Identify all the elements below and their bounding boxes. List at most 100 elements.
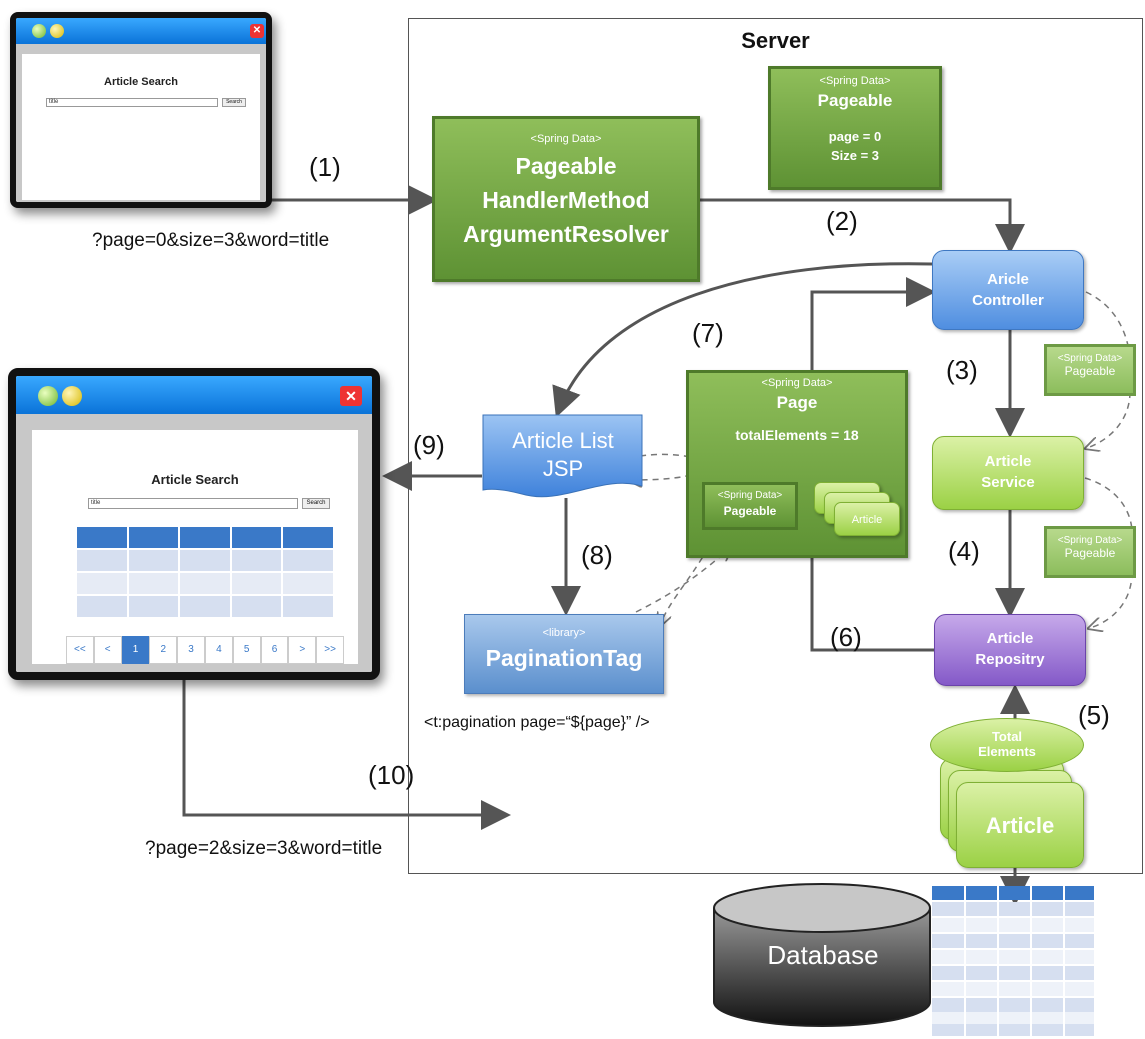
page-inner-stereotype: <Spring Data> bbox=[717, 490, 783, 501]
pageable-small-1-name: Pageable bbox=[1064, 364, 1116, 378]
page-inner-pageable: <Spring Data> Pageable bbox=[702, 482, 798, 530]
browser-small-title: Article Search bbox=[104, 76, 178, 88]
database-cylinder bbox=[713, 883, 931, 1027]
controller-line-1: Aricle bbox=[987, 271, 1029, 288]
pageable-top-name: Pageable bbox=[817, 91, 893, 110]
article-repository: Article Repositry bbox=[934, 614, 1086, 686]
step-label-7: (7) bbox=[692, 318, 724, 348]
jsp-line-2: JSP bbox=[542, 456, 584, 481]
database-table-grid bbox=[932, 886, 1094, 1036]
total-elements-ellipse: Total Elements bbox=[930, 718, 1084, 772]
step-label-4: (4) bbox=[948, 536, 980, 566]
database-label: Database bbox=[767, 940, 879, 970]
browser-large-green-ball-icon bbox=[38, 386, 58, 406]
browser-small-green-ball-icon bbox=[32, 24, 46, 38]
table-cell bbox=[282, 595, 334, 618]
browser-large-result-table bbox=[76, 526, 334, 618]
pageable-small-2-name: Pageable bbox=[1064, 546, 1116, 560]
browser-large-search-input[interactable]: title bbox=[88, 498, 298, 509]
table-cell bbox=[179, 572, 231, 595]
article-stack-front: Article bbox=[956, 782, 1084, 868]
browser-small-yellow-ball-icon bbox=[50, 24, 64, 38]
browser-window-small: ✕ Article Search title Search bbox=[10, 12, 272, 208]
pageable-top-page: page = 0 bbox=[828, 129, 882, 144]
dashed-pageable-to-service bbox=[1087, 391, 1131, 448]
step-label-10: (10) bbox=[368, 760, 415, 790]
resolver-line-3: ArgumentResolver bbox=[463, 221, 669, 247]
pagination-button[interactable]: << bbox=[66, 636, 94, 664]
arrow-page-to-controller bbox=[810, 277, 936, 370]
page-total-elements: totalElements = 18 bbox=[735, 427, 859, 443]
total-elements-line-1: Total bbox=[991, 729, 1023, 744]
request-query-first: ?page=0&size=3&word=title bbox=[92, 230, 330, 251]
pagination-tag-usage: <t:pagination page=“${page}” /> bbox=[424, 714, 650, 731]
table-cell bbox=[230, 549, 283, 572]
pageable-small-2-stereotype: <Spring Data> bbox=[1057, 535, 1123, 546]
request-query-second: ?page=2&size=3&word=title bbox=[145, 838, 383, 859]
table-cell bbox=[179, 595, 231, 618]
browser-small-search-button[interactable]: Search bbox=[222, 98, 246, 107]
table-cell bbox=[230, 595, 283, 618]
table-header-cell bbox=[179, 526, 231, 549]
dashed-pageable-to-repository bbox=[1090, 571, 1133, 628]
pageable-top-box: <Spring Data> Pageable page = 0 Size = 3 bbox=[768, 66, 942, 190]
pagination-button[interactable]: 2 bbox=[149, 636, 178, 664]
step-label-6: (6) bbox=[830, 622, 862, 652]
arrow-step-7 bbox=[552, 262, 933, 418]
pagination-button[interactable]: 3 bbox=[177, 636, 205, 664]
arrow-step-10 bbox=[182, 665, 511, 830]
browser-large-search-button[interactable]: Search bbox=[302, 498, 330, 509]
total-elements-line-2: Elements bbox=[978, 744, 1036, 759]
pageable-small-2: <Spring Data> Pageable bbox=[1044, 526, 1136, 578]
resolver-stereotype: <Spring Data> bbox=[530, 133, 602, 145]
jsp-line-1: Article List bbox=[512, 428, 614, 453]
pagination-button[interactable]: 5 bbox=[232, 636, 261, 664]
pagination-button[interactable]: < bbox=[93, 636, 122, 664]
repository-line-2: Repositry bbox=[975, 651, 1045, 668]
table-cell bbox=[179, 549, 231, 572]
table-header-cell bbox=[282, 526, 334, 549]
table-header-cell bbox=[76, 526, 128, 549]
pageable-argument-resolver: <Spring Data> Pageable HandlerMethod Arg… bbox=[432, 116, 700, 282]
page-stereotype: <Spring Data> bbox=[761, 377, 833, 389]
step-label-9: (9) bbox=[413, 430, 445, 460]
dashed-page-to-tag bbox=[660, 547, 709, 625]
table-header-cell bbox=[127, 526, 180, 549]
article-service: Article Service bbox=[932, 436, 1084, 510]
step-label-2: (2) bbox=[826, 206, 858, 236]
table-cell bbox=[282, 572, 334, 595]
step-label-3: (3) bbox=[946, 355, 978, 385]
pagination-button[interactable]: > bbox=[288, 636, 317, 664]
resolver-line-1: Pageable bbox=[515, 153, 617, 179]
pageable-small-1-stereotype: <Spring Data> bbox=[1057, 353, 1123, 364]
page-article-front: Article bbox=[834, 502, 900, 536]
pageable-small-1: <Spring Data> Pageable bbox=[1044, 344, 1136, 396]
resolver-line-2: HandlerMethod bbox=[482, 187, 650, 213]
table-cell bbox=[76, 595, 128, 618]
table-cell bbox=[282, 549, 334, 572]
article-controller: Aricle Controller bbox=[932, 250, 1084, 330]
table-cell bbox=[127, 572, 180, 595]
page-inner-name: Pageable bbox=[723, 504, 777, 518]
pagination-button[interactable]: >> bbox=[316, 636, 344, 664]
arrow-step-6 bbox=[810, 558, 935, 652]
server-title: Server bbox=[741, 28, 810, 53]
pagination-tag-stereotype: <library> bbox=[542, 627, 586, 639]
step-label-5: (5) bbox=[1078, 700, 1110, 730]
pageable-top-stereotype: <Spring Data> bbox=[819, 75, 891, 87]
dashed-page-to-jsp bbox=[630, 467, 713, 480]
browser-large-title: Article Search bbox=[151, 472, 239, 487]
table-cell bbox=[76, 549, 128, 572]
pagination-button[interactable]: 4 bbox=[205, 636, 233, 664]
pagination-tag-box: <library> PaginationTag bbox=[464, 614, 664, 694]
table-cell bbox=[76, 572, 128, 595]
browser-small-search-input[interactable]: title bbox=[46, 98, 218, 107]
pagination-button[interactable]: 6 bbox=[260, 636, 289, 664]
browser-large-close-icon[interactable]: ✕ bbox=[340, 386, 362, 406]
pagination-button[interactable]: 1 bbox=[121, 636, 150, 664]
repository-line-1: Article bbox=[986, 630, 1034, 647]
browser-small-close-icon[interactable]: ✕ bbox=[250, 24, 264, 38]
pagination-tag-name: PaginationTag bbox=[485, 645, 643, 671]
table-cell bbox=[127, 549, 180, 572]
